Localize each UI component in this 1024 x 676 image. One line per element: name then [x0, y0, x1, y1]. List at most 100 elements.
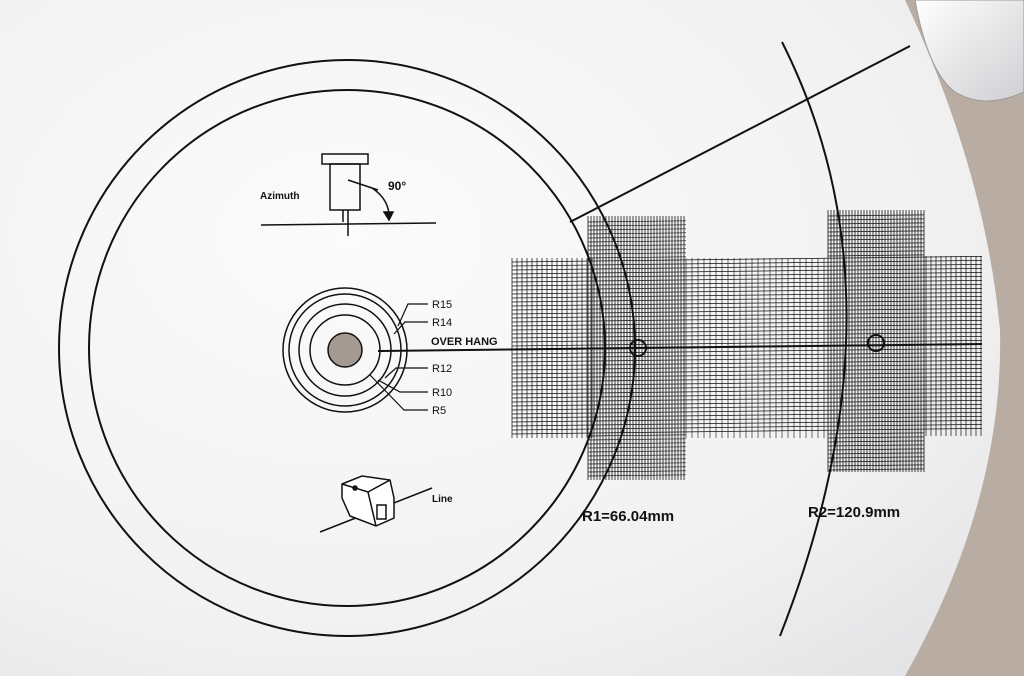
- grid-line: [827, 436, 925, 439]
- grid-line: [511, 363, 983, 371]
- protractor-mat: [0, 0, 1001, 676]
- grid-line: [827, 214, 925, 217]
- grid-r2-block: [827, 210, 925, 472]
- grid-line: [511, 323, 983, 331]
- grid-line: [827, 242, 925, 245]
- grid-line: [511, 315, 983, 323]
- grid-line: [827, 432, 925, 435]
- grid-line: [827, 230, 925, 233]
- ring-r14: [288, 293, 402, 407]
- grid-line: [587, 462, 687, 465]
- grid-line: [587, 446, 687, 449]
- grid-line: [511, 411, 983, 419]
- grid-line: [511, 347, 983, 355]
- null-point-r1: [629, 339, 647, 357]
- grid-line: [827, 238, 925, 241]
- grid-line: [827, 254, 925, 257]
- grid-line: [511, 403, 983, 411]
- grid-line: [511, 303, 983, 311]
- grid-line: [511, 351, 983, 359]
- grid-line: [511, 371, 983, 379]
- grid-line: [511, 291, 983, 299]
- grid-line: [511, 335, 983, 343]
- grid-line: [587, 240, 687, 243]
- grid-line: [511, 283, 983, 291]
- grid-line: [511, 267, 983, 275]
- grid-line: [827, 464, 925, 467]
- angle-label: 90°: [388, 179, 406, 193]
- grid-line: [511, 295, 983, 303]
- grid-line: [511, 271, 983, 279]
- over-hang-label: OVER HANG: [431, 336, 498, 348]
- grid-line: [511, 375, 983, 383]
- grid-line: [587, 232, 687, 235]
- grid-line: [511, 279, 983, 287]
- grid-line: [511, 427, 983, 435]
- r2-arc: [779, 41, 848, 637]
- grid-line: [587, 442, 687, 445]
- grid-line: [587, 252, 687, 255]
- grid-line: [587, 474, 687, 477]
- grid-line: [511, 355, 983, 363]
- spindle-rings: [282, 287, 408, 413]
- grid-line: [827, 222, 925, 225]
- grid-line: [827, 468, 925, 471]
- alignment-line: [569, 45, 911, 223]
- grid-line: [511, 359, 983, 367]
- grid-line: [511, 287, 983, 295]
- ring-label-r12: R12: [432, 363, 452, 375]
- grid-line: [587, 434, 687, 437]
- grid-line: [587, 236, 687, 239]
- grid-line: [511, 275, 983, 283]
- ring-label-r15: R15: [432, 299, 452, 311]
- grid-line: [511, 391, 983, 399]
- null-point-r2: [867, 334, 885, 352]
- grid-line: [511, 383, 983, 391]
- grid-line: [587, 244, 687, 247]
- r2-label: R2=120.9mm: [808, 504, 900, 521]
- ring-label-r10: R10: [432, 387, 452, 399]
- grid-line: [827, 440, 925, 443]
- line-label: Line: [432, 494, 453, 505]
- grid-line: [511, 415, 983, 423]
- grid-line: [511, 255, 983, 263]
- grid-line: [511, 311, 983, 319]
- grid-line: [587, 248, 687, 251]
- azimuth-icon: [260, 153, 437, 236]
- grid-line: [827, 246, 925, 249]
- grid-line: [587, 438, 687, 441]
- ring-leaders: [369, 303, 428, 411]
- grid-line: [587, 256, 687, 259]
- grid-line: [511, 331, 983, 339]
- grid-line: [827, 218, 925, 221]
- grid-line: [827, 452, 925, 455]
- ring-r12: [298, 303, 392, 397]
- grid-line: [511, 259, 983, 267]
- r1-label: R1=66.04mm: [582, 508, 674, 525]
- grid-line: [511, 379, 983, 387]
- grid-line: [511, 399, 983, 407]
- overhang-line: [377, 343, 983, 352]
- grid-line: [827, 460, 925, 463]
- spindle-hole: [327, 332, 363, 368]
- grid-line: [511, 395, 983, 403]
- ring-r15: [282, 287, 408, 413]
- grid-line: [511, 387, 983, 395]
- grid-line: [587, 220, 687, 223]
- grid-line: [827, 444, 925, 447]
- grid-line: [511, 419, 983, 427]
- grid-line: [587, 454, 687, 457]
- ring-r10: [309, 314, 381, 386]
- grid-line: [511, 423, 983, 431]
- grid-line: [511, 367, 983, 375]
- grid-line: [587, 458, 687, 461]
- grid-line: [511, 407, 983, 415]
- stylus-holder: [914, 0, 1024, 102]
- grid-line: [587, 450, 687, 453]
- grid-line: [827, 456, 925, 459]
- grid-line: [511, 319, 983, 327]
- grid-line: [587, 470, 687, 473]
- grid-line: [511, 299, 983, 307]
- grid-line: [511, 307, 983, 315]
